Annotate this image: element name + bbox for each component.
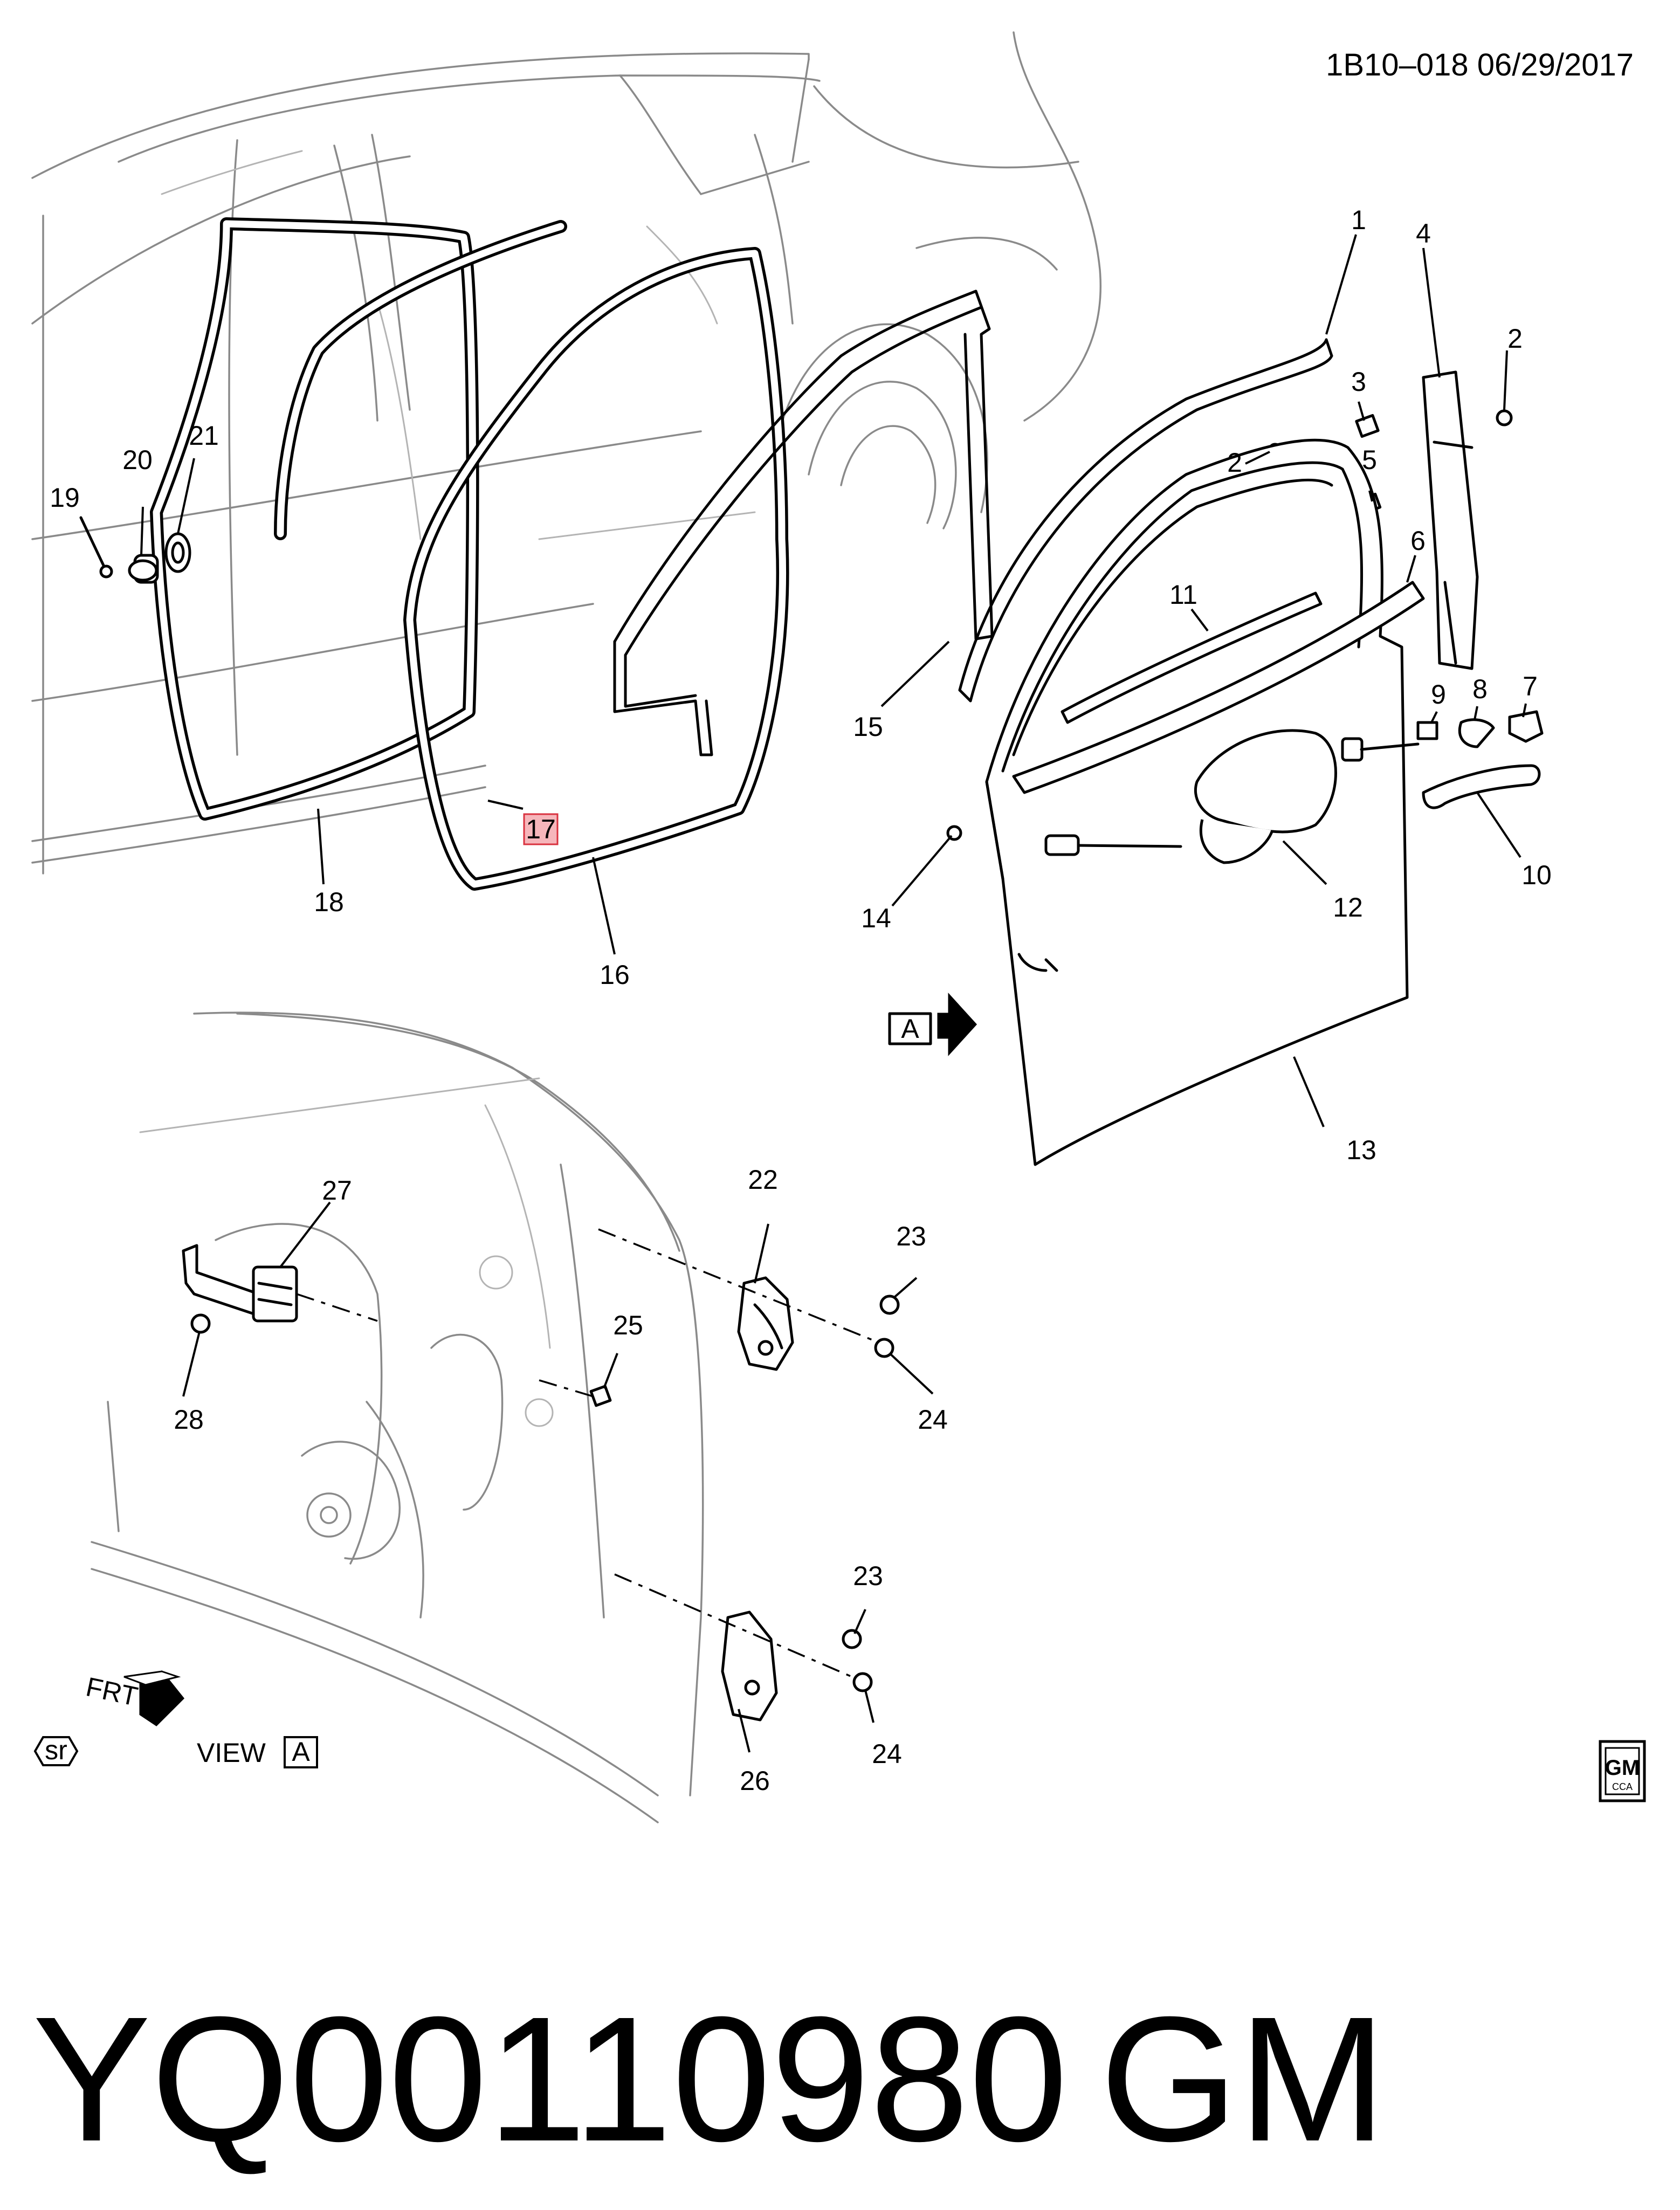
callout-22: 22	[748, 1165, 778, 1195]
diagram-reference-date: 1B10–018 06/29/2017	[1326, 47, 1634, 82]
svg-text:A: A	[292, 1737, 310, 1767]
gm-logo: GM CCA	[1599, 1740, 1646, 1802]
door-inner-panel-view-a	[91, 1011, 704, 1823]
upper-door-bumper-group	[79, 516, 191, 584]
vehicle-body-outline	[31, 31, 1101, 875]
callout-5: 5	[1362, 445, 1377, 475]
callout-9: 9	[1431, 679, 1446, 710]
door-check-link	[182, 1244, 378, 1334]
part-number: YQ00110980	[32, 1979, 1068, 2178]
callout-24: 24	[918, 1405, 948, 1435]
door-frame-reveal-molding	[958, 338, 1333, 703]
hinge-nut	[589, 1385, 612, 1407]
callout-11: 11	[1169, 580, 1197, 610]
callout-7: 7	[1523, 671, 1538, 701]
callout-17: 17	[526, 814, 556, 844]
callout-6: 6	[1410, 526, 1426, 556]
callout-12: 12	[1333, 892, 1363, 922]
callout-23: 23	[896, 1221, 926, 1251]
inner-belt-sealing-strip	[1061, 591, 1323, 724]
b-pillar-applique	[1422, 370, 1479, 670]
svg-text:A: A	[901, 1014, 919, 1044]
svg-text:GM: GM	[1605, 1756, 1640, 1780]
door-primary-seal	[274, 220, 789, 891]
outside-rearview-mirror	[1044, 729, 1337, 864]
front-direction-indicator: FRT	[84, 1670, 185, 1726]
outer-belt-molding	[1012, 581, 1425, 794]
brand-name: GM	[1100, 1979, 1387, 2178]
body-side-door-seal	[150, 217, 479, 821]
callout-13: 13	[1346, 1135, 1376, 1165]
outside-handle-group	[1341, 710, 1544, 809]
callout-1: 1	[1351, 205, 1366, 235]
callout-10: 10	[1521, 860, 1552, 890]
callout-19: 19	[50, 483, 80, 513]
callout-16: 16	[600, 960, 630, 990]
callout-21: 21	[189, 421, 219, 451]
callout-4: 4	[1416, 218, 1431, 249]
callout-17-highlight	[523, 813, 559, 845]
window-channel	[613, 290, 994, 756]
svg-text:sr: sr	[45, 1735, 67, 1765]
callout-28: 28	[174, 1405, 204, 1435]
door-lower-hinge	[614, 1573, 873, 1722]
leader-lines	[140, 234, 1527, 1753]
callout-24: 24	[872, 1739, 902, 1769]
svg-text:CCA: CCA	[1612, 1781, 1633, 1792]
callout-14: 14	[861, 903, 891, 933]
view-a-indicator: A	[888, 993, 977, 1056]
callout-26: 26	[740, 1766, 770, 1796]
view-a-label: VIEW A	[197, 1736, 318, 1768]
callout-25: 25	[613, 1310, 643, 1340]
callout-3: 3	[1351, 367, 1366, 397]
callout-2: 2	[1227, 447, 1242, 478]
callout-27: 27	[322, 1175, 352, 1206]
callout-23: 23	[853, 1561, 883, 1591]
callout-18: 18	[314, 887, 344, 917]
svg-text:VIEW: VIEW	[197, 1738, 266, 1768]
nut-alignment-line	[539, 1379, 594, 1397]
callout-15: 15	[853, 712, 883, 742]
door-upper-hinge	[598, 1228, 900, 1371]
callout-2: 2	[1507, 323, 1523, 354]
callout-20: 20	[122, 445, 153, 475]
serviceable-symbol: sr	[33, 1735, 79, 1766]
callout-labels: 1 4 2 3 2 5 6 11 7 8 9 15 10 12 14 13 16…	[50, 205, 1552, 1796]
callout-8: 8	[1472, 674, 1488, 704]
